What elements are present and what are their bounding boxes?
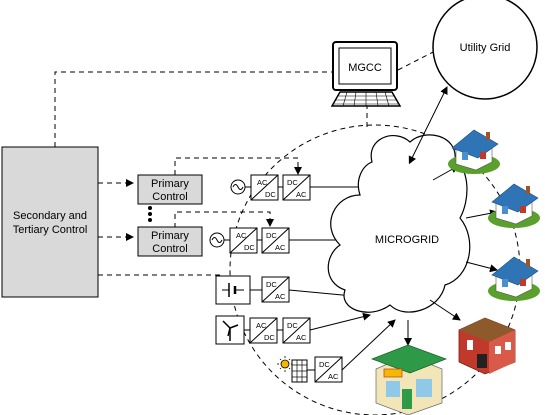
factory-icon (458, 317, 516, 375)
conv6-top: AC (256, 321, 267, 330)
ac-source-icon (230, 179, 246, 195)
conv1-bottom: DC (265, 190, 276, 199)
conv5-bottom: AC (275, 292, 286, 301)
converter-dc-ac-2: DC AC (261, 227, 290, 254)
utility-grid-label: Utility Grid (460, 42, 511, 54)
control-links (54, 49, 438, 276)
wind-turbine-icon (215, 315, 245, 345)
conv5-top: DC (266, 280, 277, 289)
conv3-top: AC (236, 231, 247, 240)
secondary-tertiary-line1: Secondary and (13, 210, 87, 222)
conv2-top: DC (287, 178, 298, 187)
house-icon (488, 256, 540, 301)
conv6-bottom: DC (264, 333, 275, 342)
conv8-bottom: AC (328, 372, 339, 381)
conv8-top: DC (319, 360, 330, 369)
conv3-bottom: DC (244, 243, 255, 252)
microgrid-label: MICROGRID (375, 234, 439, 246)
converter-dc-ac-5: DC AC (314, 356, 343, 383)
load-links (404, 86, 498, 346)
shop-icon (371, 344, 447, 415)
conv7-bottom: AC (296, 333, 307, 342)
primary-control-box-1: Primary Control (137, 174, 203, 205)
primary-control-2-line2: Control (152, 243, 187, 255)
conv4-bottom: AC (275, 243, 286, 252)
secondary-tertiary-control-box: Secondary and Tertiary Control (1, 146, 99, 298)
solar-panel-icon (277, 356, 308, 383)
mgcc-label: MGCC (348, 62, 382, 74)
converter-ac-dc-2: AC DC (229, 227, 258, 254)
conv2-bottom: AC (296, 190, 307, 199)
primary-control-box-2: Primary Control (137, 226, 203, 257)
primary-control-1-line1: Primary (151, 178, 189, 190)
mgcc-computer-icon: MGCC (330, 41, 402, 107)
house-icon (448, 129, 500, 174)
conv4-top: DC (266, 231, 277, 240)
primary-control-1-line2: Control (152, 191, 187, 203)
converter-ac-dc-1: AC DC (250, 174, 279, 201)
secondary-tertiary-line2: Tertiary Control (13, 224, 88, 236)
primary-control-2-line1: Primary (151, 230, 189, 242)
conv1-top: AC (257, 178, 268, 187)
microgrid-cloud: MICROGRID (327, 134, 471, 313)
converter-dc-ac-4: DC AC (282, 317, 311, 344)
converter-ac-dc-4: AC DC (249, 317, 278, 344)
utility-grid: Utility Grid (432, 0, 538, 100)
converter-dc-ac-3: DC AC (261, 276, 290, 303)
conv7-top: DC (287, 321, 298, 330)
ellipsis-dots (148, 206, 152, 222)
house-icon (488, 183, 540, 228)
ac-source-icon (209, 232, 225, 248)
converter-dc-ac-1: DC AC (282, 174, 311, 201)
battery-icon (215, 275, 251, 305)
